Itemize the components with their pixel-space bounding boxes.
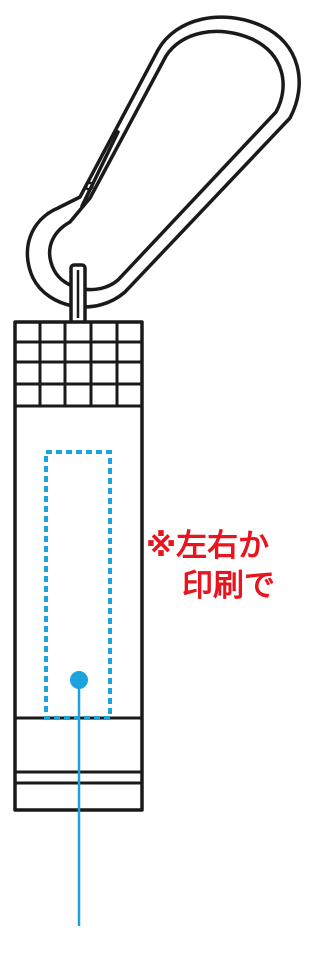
carabiner-icon [25, 15, 301, 309]
print-note: ※左右か 印刷で [146, 526, 320, 606]
print-note-line1: ※左右か [146, 528, 270, 564]
dot-icon [70, 671, 88, 689]
print-note-line2: 印刷で [182, 568, 275, 604]
